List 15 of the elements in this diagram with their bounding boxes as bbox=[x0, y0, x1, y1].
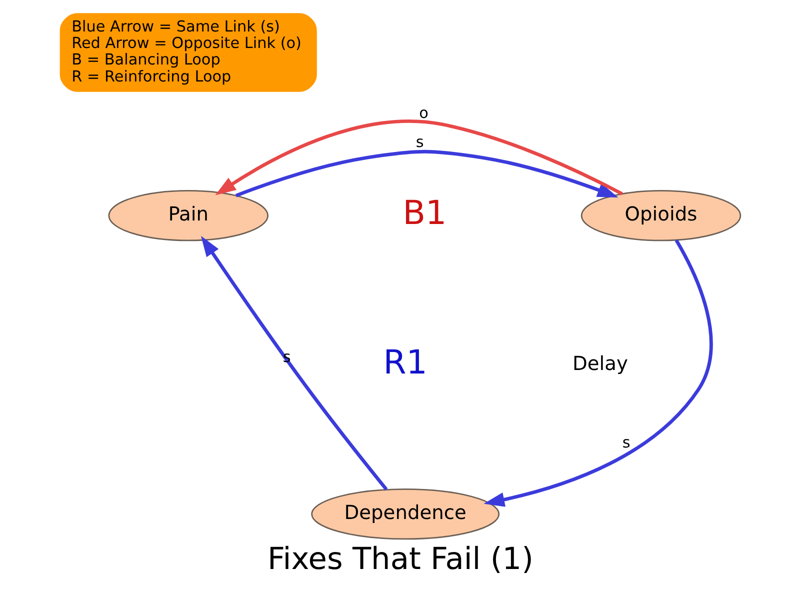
label: B1 bbox=[402, 193, 446, 232]
node-ellipse: Dependence bbox=[310, 488, 500, 540]
arrow bbox=[214, 120, 622, 196]
node-ellipse: Opioids bbox=[580, 190, 741, 242]
label: Delay bbox=[572, 352, 628, 375]
diagram-title: Fixes That Fail (1) bbox=[267, 542, 533, 577]
arrow bbox=[234, 150, 618, 198]
edge-label: o bbox=[418, 104, 428, 122]
edge-label: s bbox=[415, 133, 424, 152]
node-box: Blue Arrow = Same Link (s) Red Arrow = Opposite Link (o) B = Balancing Loop R = Reinforcing Loop bbox=[59, 13, 316, 92]
arrow bbox=[200, 236, 388, 491]
edge-label: s bbox=[622, 433, 630, 452]
arrow bbox=[483, 239, 712, 507]
node-ellipse: Pain bbox=[108, 190, 268, 242]
label: R1 bbox=[382, 342, 427, 382]
